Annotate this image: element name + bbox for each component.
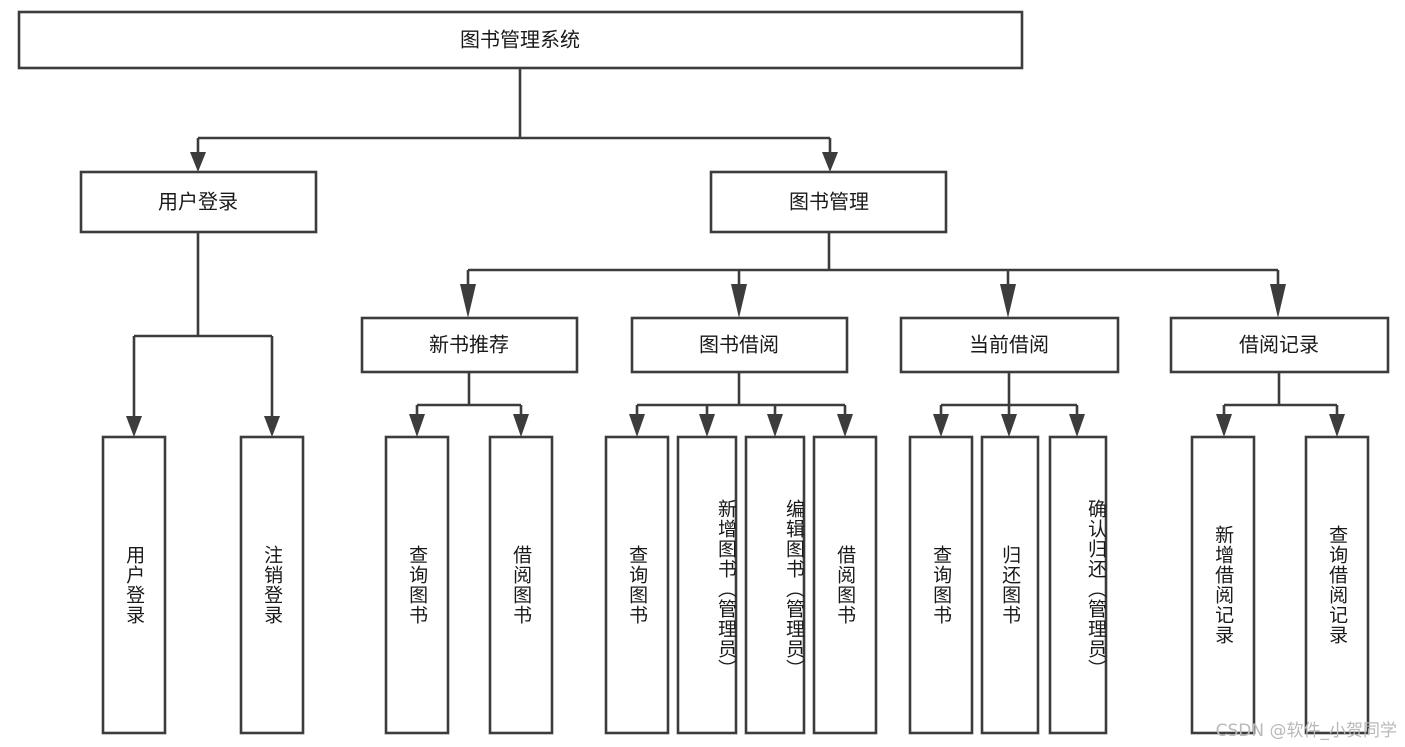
- arrow-head-icon: [822, 152, 838, 172]
- edge-user-login-to-leaves: [126, 232, 280, 437]
- node-new-book-rec-label: 新书推荐: [429, 333, 509, 357]
- node-root[interactable]: 图书管理系统: [17, 10, 1024, 70]
- leaf-box-borrow-record-1[interactable]: [1304, 435, 1370, 735]
- leaf-box-current-borrow-2[interactable]: [1048, 435, 1108, 735]
- arrow-head-icon: [731, 284, 747, 318]
- leaf-box-new-book-rec-0[interactable]: [384, 435, 450, 735]
- arrow-head-icon: [1270, 284, 1286, 318]
- leaf-box-new-book-rec-1[interactable]: [488, 435, 554, 735]
- edge-current-borrow-to-leaves: [933, 372, 1085, 437]
- arrow-head-icon: [1001, 414, 1017, 437]
- edge-new-book-rec-to-leaves: [409, 372, 529, 437]
- arrow-head-icon: [629, 414, 645, 437]
- edge-root-to-level2: [190, 68, 838, 172]
- leaf-box-book-borrow-1[interactable]: [676, 435, 738, 735]
- node-user-login-box[interactable]: [79, 170, 318, 234]
- node-book-borrow-label: 图书借阅: [699, 333, 779, 357]
- leaf-box-book-borrow-2[interactable]: [744, 435, 806, 735]
- leaf-box-borrow-record-0[interactable]: [1190, 435, 1256, 735]
- leaf-box-current-borrow-1[interactable]: [980, 435, 1040, 735]
- arrow-head-icon: [126, 416, 142, 437]
- arrow-head-icon: [767, 414, 783, 437]
- leaf-box-book-borrow-3[interactable]: [812, 435, 878, 735]
- arrow-head-icon: [933, 414, 949, 437]
- leaf-box-user-login-1[interactable]: [239, 435, 305, 735]
- arrow-head-icon: [837, 414, 853, 437]
- arrow-head-icon: [1069, 414, 1085, 437]
- edge-borrow-record-to-leaves: [1216, 372, 1345, 437]
- arrow-head-icon: [190, 152, 206, 172]
- arrow-head-icon: [1216, 414, 1232, 437]
- node-root-label: 图书管理系统: [460, 28, 580, 52]
- arrow-head-icon: [1000, 284, 1016, 318]
- leaf-box-current-borrow-0[interactable]: [908, 435, 974, 735]
- arrow-head-icon: [409, 414, 425, 437]
- arrow-head-icon: [1329, 414, 1345, 437]
- node-user-login[interactable]: 用户登录: [79, 170, 318, 234]
- node-borrow-record[interactable]: 借阅记录: [1169, 316, 1390, 374]
- node-borrow-record-label: 借阅记录: [1239, 333, 1319, 357]
- leaf-box-book-borrow-0[interactable]: [604, 435, 670, 735]
- node-current-borrow-label: 当前借阅: [969, 333, 1049, 357]
- leaf-box-user-login-0[interactable]: [101, 435, 167, 735]
- csdn-watermark: CSDN @软件_小贺同学: [1215, 721, 1397, 741]
- arrow-head-icon: [513, 414, 529, 437]
- node-current-borrow[interactable]: 当前借阅: [899, 316, 1120, 374]
- node-root-box[interactable]: [17, 10, 1024, 70]
- node-user-login-label: 用户登录: [158, 190, 238, 214]
- arrow-head-icon: [264, 416, 280, 437]
- edge-book-manage-to-level3: [460, 232, 1286, 318]
- node-new-book-rec[interactable]: 新书推荐: [360, 316, 579, 374]
- node-current-borrow-box[interactable]: [899, 316, 1120, 374]
- node-new-book-rec-box[interactable]: [360, 316, 579, 374]
- node-book-borrow[interactable]: 图书借阅: [630, 316, 849, 374]
- edge-book-borrow-to-leaves: [629, 372, 853, 437]
- arrow-head-icon: [699, 414, 715, 437]
- node-book-manage-label: 图书管理: [789, 190, 869, 214]
- node-book-manage[interactable]: 图书管理: [709, 170, 948, 234]
- arrow-head-icon: [460, 284, 476, 318]
